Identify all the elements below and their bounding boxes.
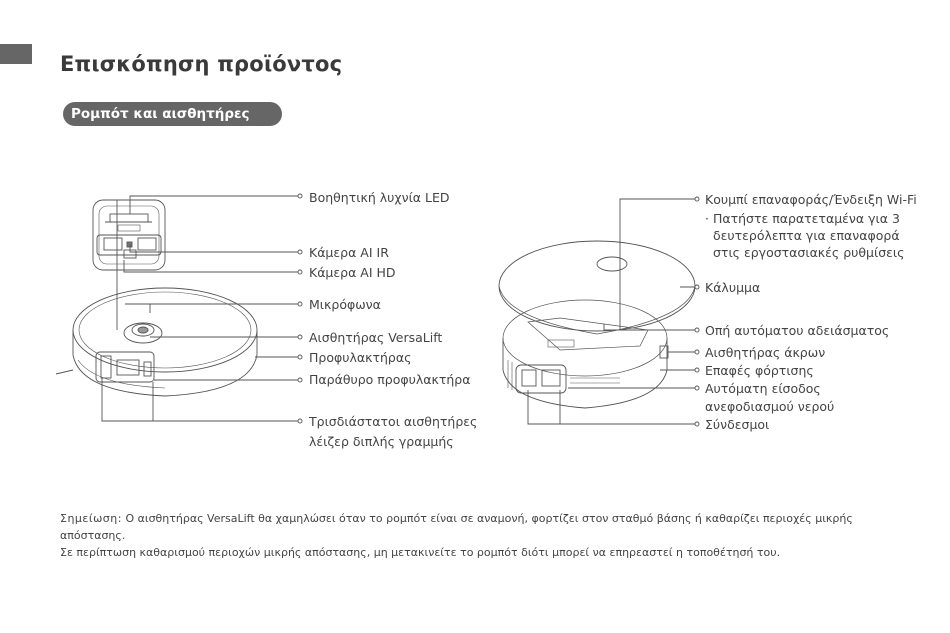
robot-exploded-illustration (498, 196, 700, 427)
note-line1: Σημείωση: Ο αισθητήρας VersaLift θα χαμη… (60, 510, 920, 544)
note-lead: Σημείωση: (60, 512, 122, 525)
label-bumper: Προφυλακτήρας (309, 350, 412, 365)
label-versalift-sensor: Αισθητήρας VersaLift (309, 330, 443, 345)
label-laser-sensors-line1: Τρισδιάστατοι αισθητήρες (309, 414, 478, 429)
label-reset-note-line2: δευτερόλεπτα για επαναφορά (713, 228, 900, 243)
label-water-inlet-line2: ανεφοδιασμού νερού (705, 399, 835, 414)
label-edge-sensor: Αισθητήρας άκρων (705, 345, 826, 360)
page-tab-marker (0, 44, 32, 64)
label-charging-contacts: Επαφές φόρτισης (705, 363, 814, 378)
label-bumper-window: Παράθυρο προφυλακτήρα (309, 372, 471, 387)
note-text-line2: Σε περίπτωση καθαρισμού περιοχών μικρής … (60, 546, 781, 559)
label-camera-hd: Κάμερα AI HD (309, 265, 396, 280)
page-title: Επισκόπηση προϊόντος (60, 52, 343, 76)
label-auto-empty-port: Οπή αυτόματου αδειάσματος (705, 323, 890, 338)
label-cover: Κάλυμμα (705, 280, 761, 295)
label-microphone: Μικρόφωνα (309, 297, 381, 312)
label-reset-note-line1: · Πατήστε παρατεταμένα για 3 (705, 211, 900, 226)
label-camera-ir: Κάμερα AI IR (309, 245, 389, 260)
label-water-inlet-line1: Αυτόματη είσοδος (705, 381, 821, 396)
note-text-line1: Ο αισθητήρας VersaLift θα χαμηλώσει όταν… (60, 512, 853, 542)
robot-front-illustration (55, 193, 303, 424)
label-reset-note-line3: στις εργοστασιακές ρυθμίσεις (713, 245, 905, 260)
label-laser-sensors-line2: λέιζερ διπλής γραμμής (309, 434, 454, 449)
note-block: Σημείωση: Ο αισθητήρας VersaLift θα χαμη… (60, 510, 920, 561)
section-label: Ρομπότ και αισθητήρες (63, 102, 282, 126)
label-connectors: Σύνδεσμοι (705, 417, 770, 432)
label-led-light: Βοηθητική λυχνία LED (309, 190, 450, 205)
label-reset-button: Κουμπί επαναφοράς/Ένδειξη Wi-Fi (705, 192, 917, 207)
